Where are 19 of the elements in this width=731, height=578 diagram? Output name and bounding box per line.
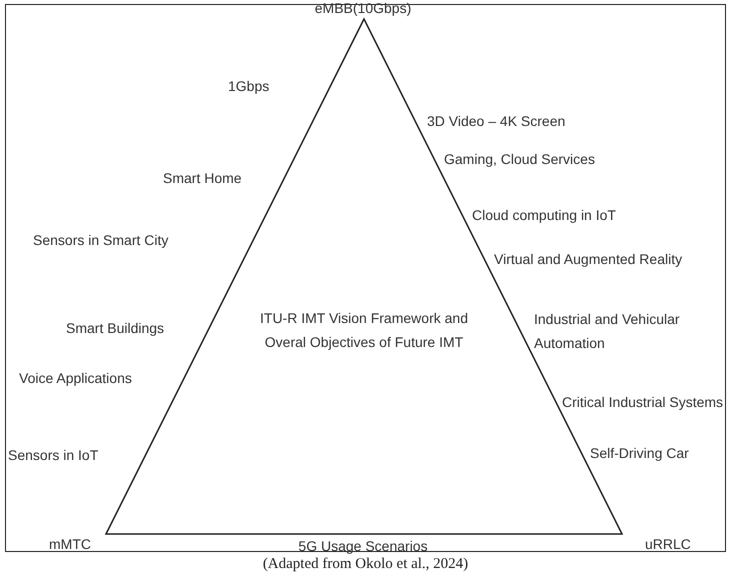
caption: (Adapted from Okolo et al., 2024) [262, 556, 470, 573]
scenario-label: Industrial and Vehicular Automation [534, 310, 681, 353]
scenario-label: Voice Applications [19, 370, 132, 387]
scenario-label: Critical Industrial Systems [562, 394, 724, 411]
scenario-label: Smart Buildings [66, 320, 164, 337]
scenario-label: Cloud computing in IoT [472, 207, 616, 224]
base-label: 5G Usage Scenarios [298, 538, 428, 555]
vertex-label: eMBB(10Gbps) [314, 0, 412, 17]
scenario-label: Sensors in Smart City [33, 232, 168, 249]
framework-text: ITU-R IMT Vision Framework and Overal Objectives of Future IMT [259, 309, 469, 352]
scenario-label: Virtual and Augmented Reality [494, 251, 682, 268]
vertex-label: uRRLC [645, 536, 691, 553]
scenario-label: 3D Video – 4K Screen [427, 113, 566, 130]
vertex-label: mMTC [49, 536, 91, 553]
scenario-label: Sensors in IoT [8, 447, 98, 464]
scenario-label: Gaming, Cloud Services [444, 151, 595, 168]
scenario-label: Self-Driving Car [590, 445, 689, 462]
scenario-label: 1Gbps [228, 78, 270, 95]
scenario-label: Smart Home [163, 170, 242, 187]
